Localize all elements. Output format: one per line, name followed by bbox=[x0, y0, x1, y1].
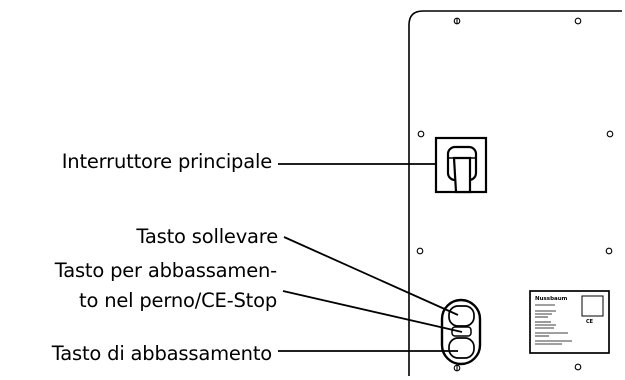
leader-ce-stop-button bbox=[282, 290, 463, 333]
type-plate: Nussbaum CE bbox=[529, 290, 610, 354]
control-box-panel bbox=[408, 10, 622, 376]
mounting-screws bbox=[416, 17, 614, 372]
screw-bottom-right bbox=[574, 363, 582, 371]
screw-lower-right bbox=[605, 247, 613, 255]
screw-top-right bbox=[574, 17, 582, 25]
screw-mid-left bbox=[417, 130, 425, 138]
screw-bottom-left bbox=[453, 364, 461, 372]
label-raise-button: Tasto sollevare bbox=[136, 225, 278, 248]
screw-mid-right bbox=[606, 130, 614, 138]
raise-push-button bbox=[448, 305, 475, 327]
type-plate-fine-print bbox=[535, 304, 572, 345]
lower-push-button bbox=[448, 337, 475, 359]
main-switch bbox=[434, 136, 488, 194]
label-main-switch: Interruttore principale bbox=[61, 150, 272, 173]
screw-lower-left bbox=[416, 247, 424, 255]
type-plate-brand: Nussbaum bbox=[535, 296, 568, 302]
type-plate-ce-mark: CE bbox=[586, 319, 594, 325]
leader-raise-button bbox=[283, 236, 459, 316]
label-ce-stop-button-line1: Tasto per abbassamen- bbox=[54, 259, 277, 282]
leader-lines bbox=[278, 163, 463, 352]
label-ce-stop-button-line2: to nel perno/CE-Stop bbox=[79, 289, 277, 312]
screw-top-left bbox=[453, 17, 461, 25]
main-switch-handle bbox=[452, 156, 472, 194]
label-lower-button: Tasto di abbassamento bbox=[51, 342, 272, 365]
